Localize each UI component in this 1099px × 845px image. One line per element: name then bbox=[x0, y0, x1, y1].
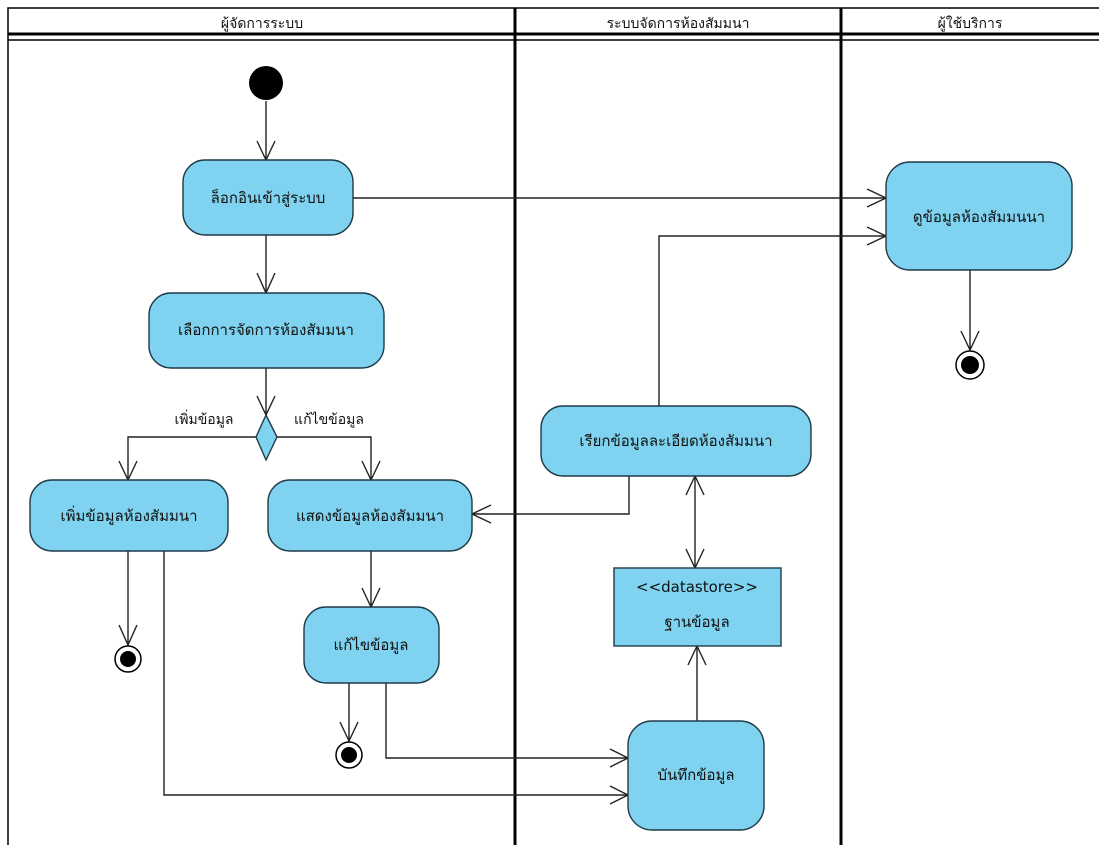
guard-edit-label: แก้ไขข้อมูล bbox=[294, 411, 364, 428]
activity-fetch-detail-label: เรียกข้อมูลละเอียดห้องสัมมนา bbox=[579, 432, 772, 450]
lane-header-admin: ผู้จัดการระบบ bbox=[221, 16, 303, 32]
activity-show-room: แสดงข้อมูลห้องสัมมนา bbox=[267, 479, 473, 552]
activity-login: ล็อกอินเข้าสู่ระบบ bbox=[182, 159, 354, 236]
activity-show-room-label: แสดงข้อมูลห้องสัมมนา bbox=[296, 507, 444, 525]
activity-add-room-label: เพิ่มข้อมูลห้องสัมมนา bbox=[60, 505, 197, 525]
datastore-node: <<datastore>> ฐานข้อมูล bbox=[613, 567, 782, 647]
activity-select-manage: เลือกการจัดการห้องสัมมนา bbox=[148, 292, 385, 369]
activity-edit: แก้ไขข้อมูล bbox=[303, 606, 440, 684]
activity-fetch-detail: เรียกข้อมูลละเอียดห้องสัมมนา bbox=[540, 405, 812, 477]
activity-select-manage-label: เลือกการจัดการห้องสัมมนา bbox=[178, 321, 354, 339]
activity-save: บันทึกข้อมูล bbox=[627, 720, 765, 831]
initial-node bbox=[249, 66, 283, 100]
final-node-edit bbox=[335, 741, 363, 769]
lane-header-system: ระบบจัดการห้องสัมมนา bbox=[607, 16, 750, 32]
swimlane-frame bbox=[7, 7, 1099, 845]
decision-node bbox=[255, 413, 278, 462]
activity-add-room: เพิ่มข้อมูลห้องสัมมนา bbox=[29, 479, 229, 552]
activity-login-label: ล็อกอินเข้าสู่ระบบ bbox=[211, 188, 326, 207]
datastore-name: ฐานข้อมูล bbox=[664, 613, 729, 631]
final-node-user bbox=[955, 350, 985, 380]
lane-header-user: ผู้ใช้บริการ bbox=[938, 15, 1003, 32]
activity-view-room: ดูข้อมูลห้องสัมมนนา bbox=[885, 161, 1073, 271]
activity-save-label: บันทึกข้อมูล bbox=[657, 766, 734, 784]
activity-edit-label: แก้ไขข้อมูล bbox=[334, 636, 409, 654]
guard-add-label: เพิ่มข้อมูล bbox=[174, 410, 233, 428]
final-node-add bbox=[114, 645, 142, 673]
edges bbox=[118, 101, 980, 805]
activity-view-room-label: ดูข้อมูลห้องสัมมนนา bbox=[913, 208, 1045, 226]
datastore-stereotype: <<datastore>> bbox=[636, 578, 758, 596]
